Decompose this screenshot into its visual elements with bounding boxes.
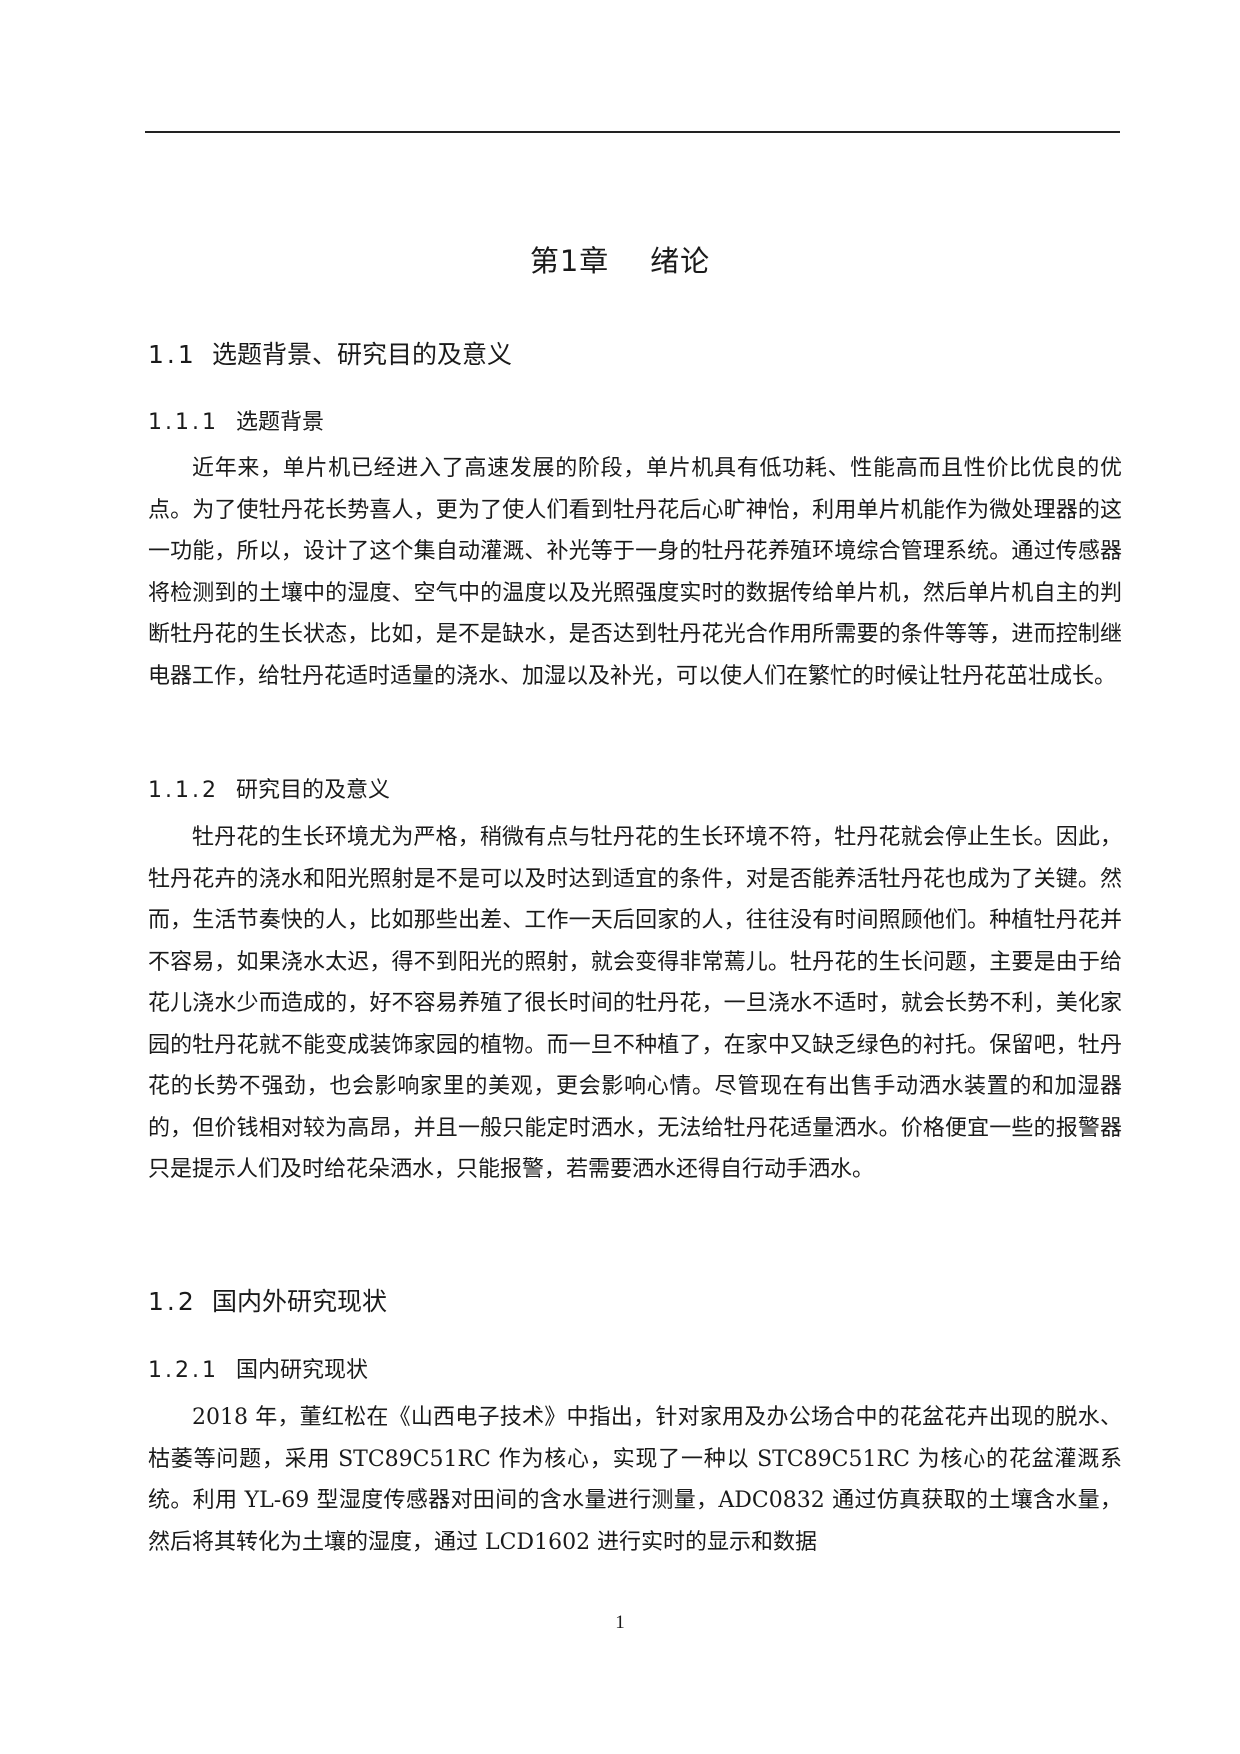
section-title: 国内研究现状 bbox=[236, 1358, 369, 1383]
paragraph-background: 近年来，单片机已经进入了高速发展的阶段，单片机具有低功耗、性能高而且性价比优良的… bbox=[148, 456, 1122, 689]
section-number: 1.2 bbox=[148, 1287, 197, 1316]
section-title: 研究目的及意义 bbox=[236, 778, 391, 803]
section-heading-1-1: 1.1 选题背景、研究目的及意义 bbox=[148, 335, 512, 371]
section-title: 选题背景 bbox=[236, 410, 325, 435]
paragraph-domestic-research: 2018 年，董红松在《山西电子技术》中指出，针对家用及办公场合中的花盆花卉出现… bbox=[148, 1405, 1122, 1555]
page-number: 1 bbox=[615, 1612, 625, 1633]
paragraph-purpose: 牡丹花的生长环境尤为严格，稍微有点与牡丹花的生长环境不符，牡丹花就会停止生长。因… bbox=[148, 825, 1122, 1182]
section-title: 选题背景、研究目的及意义 bbox=[212, 340, 513, 369]
header-rule bbox=[145, 131, 1120, 133]
section-number: 1.1 bbox=[148, 340, 197, 369]
section-number: 1.1.1 bbox=[148, 410, 219, 435]
section-title: 国内外研究现状 bbox=[212, 1287, 388, 1316]
section-number: 1.2.1 bbox=[148, 1358, 219, 1383]
section-number: 1.1.2 bbox=[148, 778, 219, 803]
section-heading-1-1-1: 1.1.1 选题背景 bbox=[148, 404, 324, 436]
section-heading-1-1-2: 1.1.2 研究目的及意义 bbox=[148, 772, 390, 804]
chapter-title: 第1章 绪论 bbox=[529, 244, 711, 278]
section-heading-1-2-1: 1.2.1 国内研究现状 bbox=[148, 1352, 368, 1384]
section-heading-1-2: 1.2 国内外研究现状 bbox=[148, 1282, 387, 1318]
